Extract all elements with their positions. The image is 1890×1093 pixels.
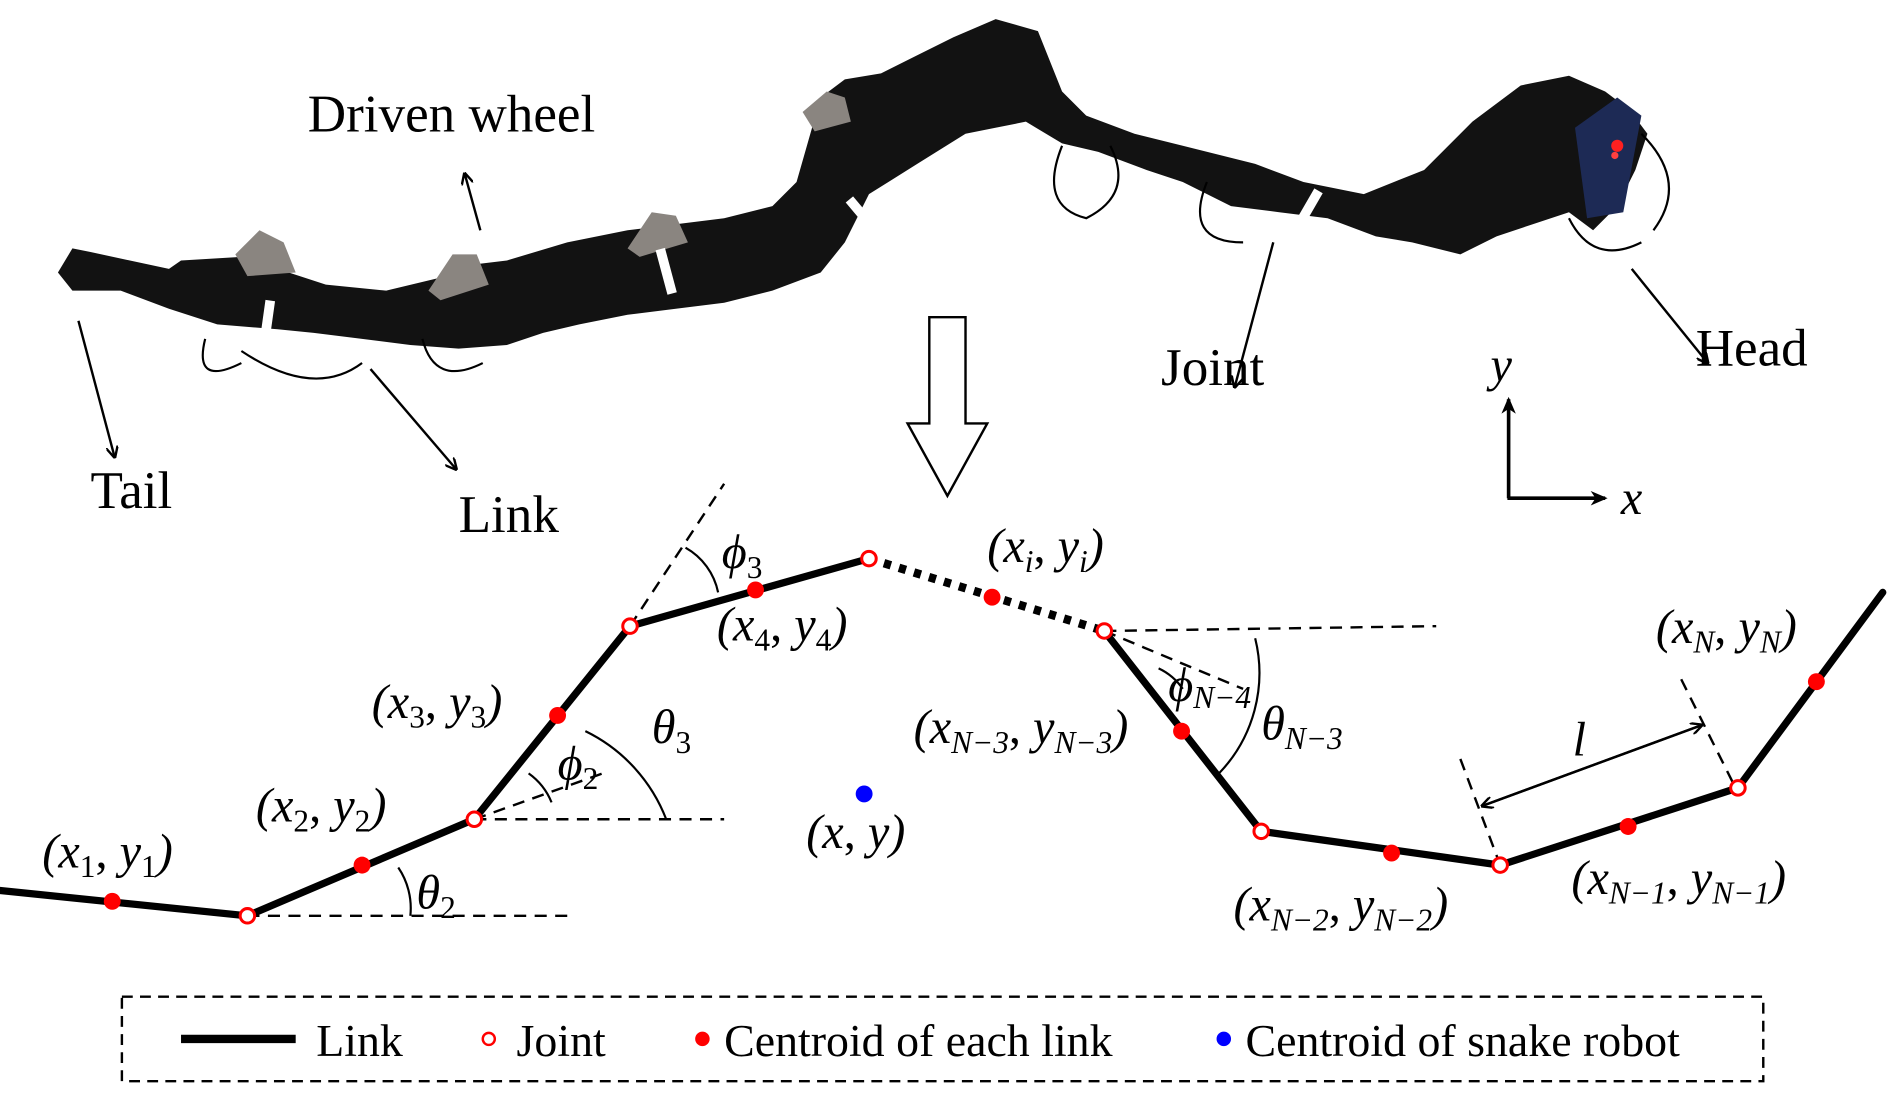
driven-wheel-4 (802, 91, 851, 132)
link-centroids (103, 581, 1825, 910)
coordinate-axes: y x (1486, 339, 1643, 525)
axis-label-y: y (1486, 339, 1513, 392)
label-joint: Joint (1161, 339, 1265, 397)
head-led (1611, 139, 1624, 152)
label-phi2: ϕ2 (558, 737, 599, 796)
legend-robot-centroid-label: Centroid of snake robot (1246, 1015, 1681, 1066)
label-theta3: θ3 (652, 701, 691, 760)
label-xN3-yN3: (xN−3, yN−3) (914, 701, 1129, 760)
arc-theta3 (584, 730, 668, 820)
driven-wheel-arrow (465, 174, 482, 231)
robot-photo (57, 19, 1670, 380)
transform-down-arrow-icon (905, 315, 990, 499)
joint (1729, 779, 1747, 797)
arc-phi2 (527, 772, 553, 803)
legend-link-centroid-label: Centroid of each link (724, 1015, 1112, 1066)
label-xN1-yN1: (xN−1, yN−1) (1571, 852, 1786, 911)
label-phi3: ϕ3 (722, 526, 763, 585)
legend: Link Joint Centroid of each link Centroi… (120, 995, 1765, 1083)
link-centroid (353, 856, 371, 874)
axis-label-x: x (1620, 472, 1643, 525)
label-head: Head (1696, 319, 1808, 377)
link-centroid (1383, 844, 1400, 862)
label-xN-yN: (xN, yN) (1656, 601, 1797, 660)
joint (621, 617, 639, 635)
ref-line-jointN4 (1104, 624, 1437, 633)
driven-wheel-2 (428, 254, 489, 301)
label-x3-y3: (x3, y3) (372, 676, 503, 735)
joint (1095, 622, 1114, 640)
length-guide-left (1459, 758, 1502, 866)
photo-annotations: Driven wheel Tail Link Joint Head (77, 85, 1808, 544)
robot-centroid (855, 785, 873, 803)
label-x1-y1: (x1, y1) (42, 826, 173, 885)
joint (465, 810, 484, 829)
label-length-l: l (1573, 713, 1586, 766)
joint (1491, 856, 1509, 874)
tail-arrow (77, 320, 114, 457)
arc-theta2 (397, 866, 412, 916)
link-centroid (103, 892, 121, 910)
ext-line-linkN4 (1103, 629, 1244, 691)
label-xi-yi: (xi, yi) (987, 520, 1104, 579)
link-centroid (549, 707, 567, 724)
link-centroid (983, 588, 1001, 606)
driven-wheel-3 (627, 212, 688, 257)
label-link: Link (459, 486, 560, 544)
label-x4-y4: (x4, y4) (717, 599, 848, 658)
legend-robot-centroid-icon (1216, 1031, 1232, 1047)
label-driven-wheel: Driven wheel (308, 85, 595, 143)
link-arrow (369, 368, 457, 469)
link-centroid (1173, 722, 1190, 740)
joint-arrow (1235, 242, 1275, 387)
ext-line-link2 (473, 769, 610, 821)
arc-phiN4 (1158, 667, 1184, 690)
kinematic-model: (x1, y1) (x2, y2) (x3, y3) (x4, y4) (xi,… (0, 483, 1887, 938)
joint (860, 549, 878, 568)
joints (238, 549, 1747, 925)
legend-joint-icon (481, 1031, 497, 1047)
label-theta2: θ2 (416, 867, 455, 926)
arc-thetaN3 (1218, 637, 1261, 775)
label-tail: Tail (91, 462, 173, 520)
label-phiN4: ϕN−4 (1168, 659, 1251, 715)
label-centroid-x-y: (x, y) (806, 806, 905, 859)
link-centroid (747, 581, 764, 599)
length-guide-right (1680, 678, 1737, 789)
link-centroid (1807, 673, 1825, 691)
ext-line-link3 (628, 483, 726, 627)
joint (238, 907, 257, 925)
link-centroid (1619, 818, 1637, 835)
label-thetaN3: θN−3 (1261, 698, 1342, 757)
legend-link-label: Link (316, 1015, 403, 1066)
driven-wheel-1 (235, 230, 296, 277)
label-x2-y2: (x2, y2) (256, 780, 387, 839)
legend-joint-label: Joint (517, 1015, 606, 1066)
legend-box (120, 995, 1765, 1083)
head-arrow (1630, 268, 1708, 363)
links-omitted-segment (867, 554, 1106, 636)
label-xN2-yN2: (xN−2, yN−2) (1233, 879, 1448, 938)
legend-link-centroid-icon (695, 1031, 710, 1047)
joint (1252, 822, 1270, 841)
arc-phi3 (684, 546, 720, 593)
